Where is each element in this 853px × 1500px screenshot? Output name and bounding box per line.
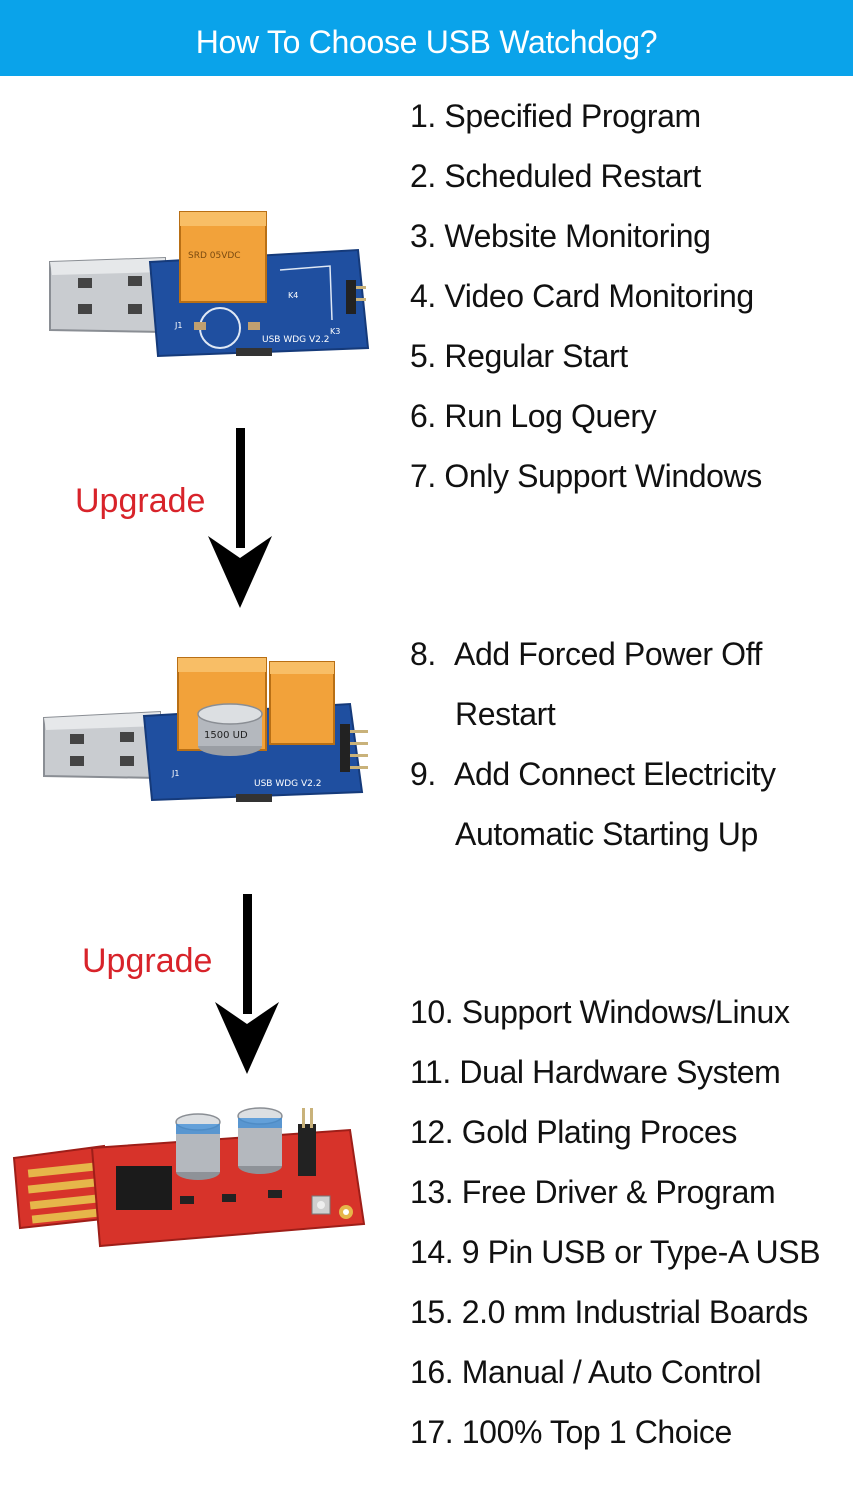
feature-13: 13. Free Driver & Program xyxy=(410,1174,776,1210)
feature-6: 6. Run Log Query xyxy=(410,398,657,434)
usb-watchdog-dual-relay-board-image: 1500 UD USB WDG V2.2 J1 xyxy=(43,657,368,802)
feature-8-line1: Add Forced Power Off xyxy=(454,636,763,672)
feature-8-number: 8. xyxy=(410,636,436,672)
feature-14: 14. 9 Pin USB or Type-A USB xyxy=(410,1234,821,1270)
upgrade-label-1: Upgrade xyxy=(75,482,206,520)
page-title: How To Choose USB Watchdog? xyxy=(195,24,658,60)
feature-9-number: 9. xyxy=(410,756,436,792)
feature-2: 2. Scheduled Restart xyxy=(410,158,701,194)
svg-text:J1: J1 xyxy=(174,321,182,330)
page-header: How To Choose USB Watchdog? xyxy=(0,0,853,76)
feature-16: 16. Manual / Auto Control xyxy=(410,1354,762,1390)
feature-1: 1. Specified Program xyxy=(410,98,701,134)
feature-9-line2: Automatic Starting Up xyxy=(455,816,758,852)
board1-label: USB WDG V2.2 xyxy=(262,335,329,345)
upgrade-label-2: Upgrade xyxy=(82,942,213,980)
svg-text:J1: J1 xyxy=(171,769,179,778)
feature-9-line1: Add Connect Electricity xyxy=(454,756,776,792)
capacitor-label: 1500 UD xyxy=(204,730,248,741)
svg-text:K4: K4 xyxy=(288,291,298,300)
usb-watchdog-basic-board-image: SRD 05VDC USB WDG V2.2 K4 J1 K3 xyxy=(49,211,370,358)
feature-15: 15. 2.0 mm Industrial Boards xyxy=(410,1294,808,1330)
board2-label: USB WDG V2.2 xyxy=(254,779,321,789)
down-arrow-icon xyxy=(215,894,279,1074)
down-arrow-icon xyxy=(208,428,272,608)
feature-7: 7. Only Support Windows xyxy=(410,458,762,494)
usb-watchdog-red-board-image xyxy=(12,1107,366,1248)
svg-text:SRD 05VDC: SRD 05VDC xyxy=(188,251,241,261)
feature-8: 8. Add Forced Power Off xyxy=(410,636,762,673)
feature-17: 17. 100% Top 1 Choice xyxy=(410,1414,732,1450)
feature-12: 12. Gold Plating Proces xyxy=(410,1114,737,1150)
feature-3: 3. Website Monitoring xyxy=(410,218,711,254)
feature-11: 11. Dual Hardware System xyxy=(410,1054,781,1090)
svg-text:K3: K3 xyxy=(330,327,340,336)
feature-4: 4. Video Card Monitoring xyxy=(410,278,754,314)
feature-9: 9. Add Connect Electricity xyxy=(410,756,776,793)
feature-8-line2: Restart xyxy=(455,696,556,732)
feature-10: 10. Support Windows/Linux xyxy=(410,994,790,1030)
feature-5: 5. Regular Start xyxy=(410,338,628,374)
